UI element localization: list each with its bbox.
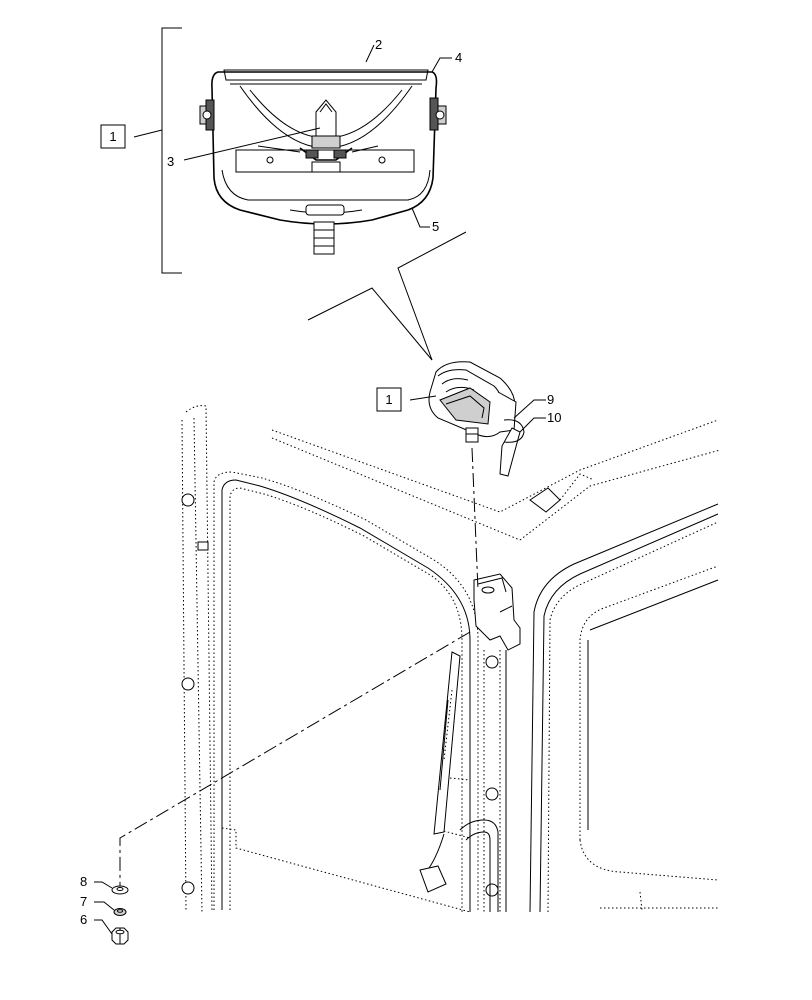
lamp-side-bolt-left bbox=[199, 99, 215, 131]
callout-1-bottom-label: 1 bbox=[385, 392, 392, 407]
detail-bracket bbox=[133, 27, 182, 274]
lamp-mount-stud bbox=[313, 221, 335, 255]
lamp-socket-wiring bbox=[257, 145, 386, 173]
detail-zoom-wedge bbox=[307, 231, 467, 361]
callout-9-label: 9 bbox=[547, 392, 554, 407]
assembly-centerlines bbox=[119, 447, 479, 886]
lamp-detail-view bbox=[199, 69, 447, 255]
lamp-side-bolt-right bbox=[429, 97, 447, 131]
cab-structure bbox=[181, 405, 721, 913]
callout-6-label: 6 bbox=[80, 912, 87, 927]
lamp-bulb bbox=[311, 99, 341, 149]
callout-4-label: 4 bbox=[455, 50, 462, 65]
wiper-arm bbox=[419, 651, 499, 912]
mounted-work-lamp bbox=[428, 361, 525, 477]
hex-nut bbox=[111, 927, 129, 945]
main-leaders bbox=[94, 395, 546, 935]
lamp-mount-bracket bbox=[473, 573, 521, 651]
callout-10-label: 10 bbox=[547, 410, 561, 425]
callout-box-1-top: 1 bbox=[100, 124, 126, 149]
callout-1-top-label: 1 bbox=[109, 129, 116, 144]
callout-box-1-bottom: 1 bbox=[376, 387, 402, 412]
callout-3-label: 3 bbox=[167, 154, 174, 169]
callout-7-label: 7 bbox=[80, 894, 87, 909]
detail-leaders bbox=[183, 44, 452, 228]
callout-2-label: 2 bbox=[375, 37, 382, 52]
fastener-stack bbox=[111, 885, 129, 945]
flat-washer bbox=[111, 885, 129, 895]
callout-5-label: 5 bbox=[432, 219, 439, 234]
lock-washer bbox=[113, 908, 127, 916]
callout-8-label: 8 bbox=[80, 874, 87, 889]
